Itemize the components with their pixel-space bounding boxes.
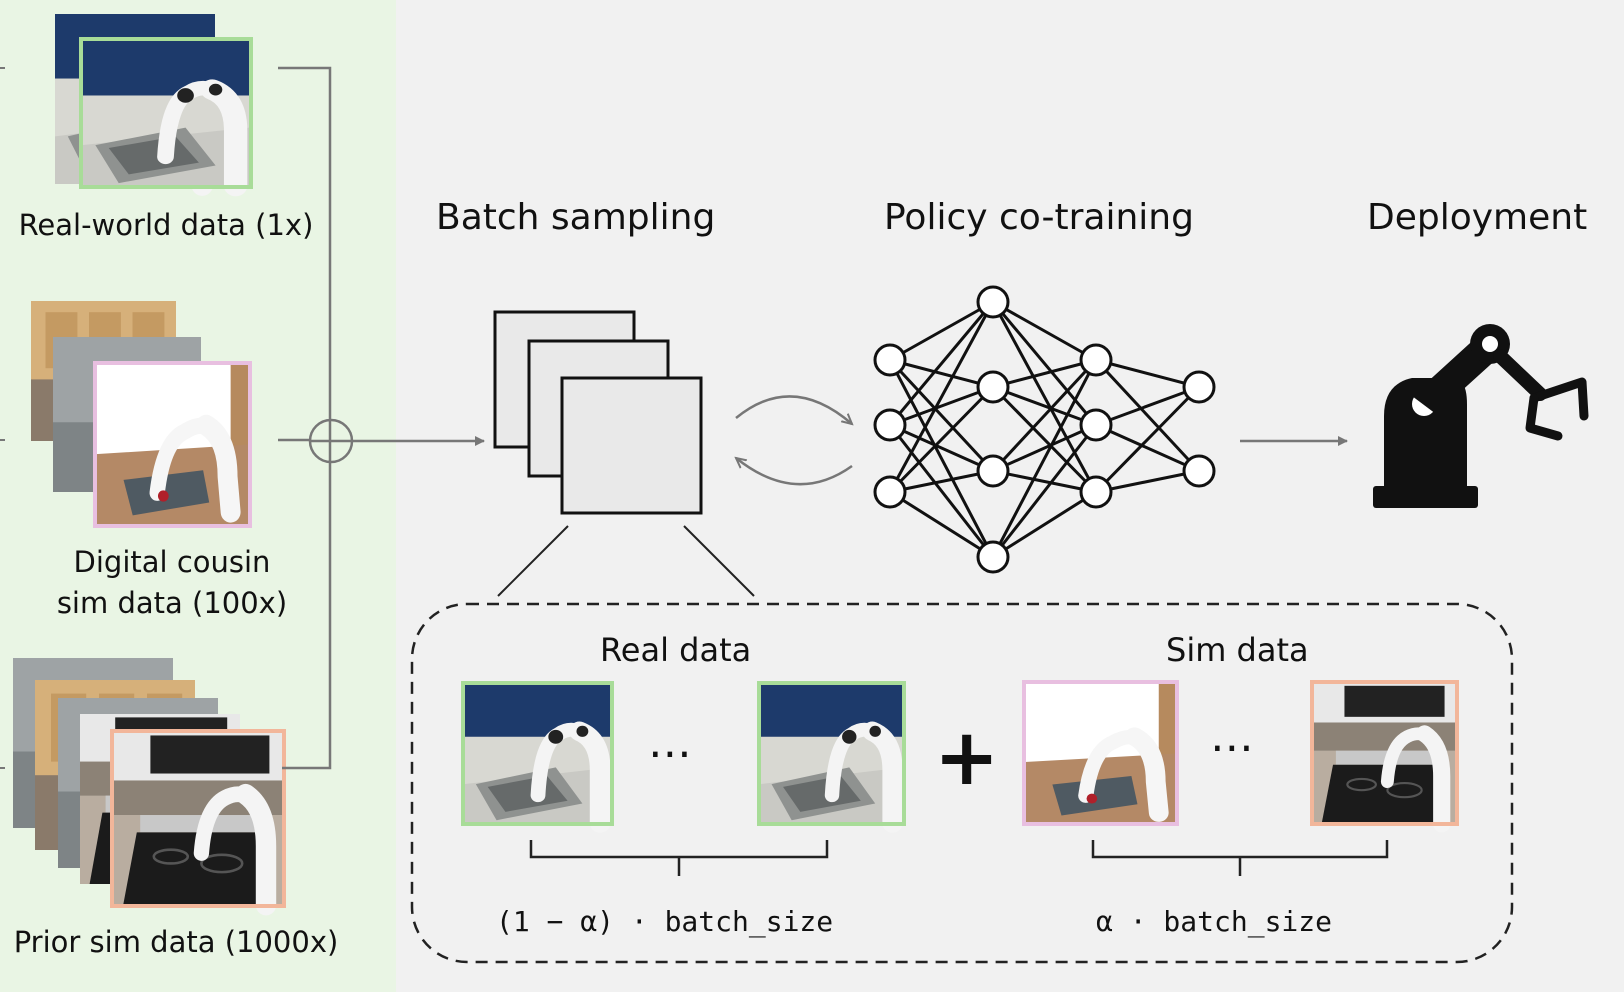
policy-cotraining-heading: Policy co-training xyxy=(884,197,1194,238)
nn-edge xyxy=(889,490,994,559)
nn-edge xyxy=(888,301,995,493)
zoom-lines xyxy=(497,525,755,597)
batch-stack-icon xyxy=(493,310,703,515)
nn-edge xyxy=(1095,469,1200,494)
nn-edge xyxy=(888,358,995,473)
nn-edge xyxy=(888,385,995,494)
left-edge-ticks xyxy=(0,67,5,769)
nn-node xyxy=(976,285,1010,319)
sim-data-title: Sim data xyxy=(1166,631,1309,669)
nn-edge xyxy=(992,469,1097,494)
nn-edge xyxy=(992,423,1097,473)
sim-sample-1 xyxy=(1024,682,1177,824)
nn-edge xyxy=(1094,385,1201,494)
nn-node xyxy=(873,408,907,442)
nn-node xyxy=(1079,475,1113,509)
nn-edge xyxy=(889,358,994,389)
nn-edge xyxy=(889,469,994,494)
nn-node xyxy=(976,370,1010,404)
nn-edge xyxy=(991,359,1098,558)
nn-edge xyxy=(1095,423,1200,473)
nn-edge xyxy=(992,490,1097,559)
digital-cousin-data-stack xyxy=(31,301,250,526)
robot-arm-icon xyxy=(1373,324,1589,508)
digital-cousin-label-line2: sim data (100x) xyxy=(56,586,288,620)
prior-sim-data-label: Prior sim data (1000x) xyxy=(13,925,339,959)
sim-batch-formula: α · batch_size xyxy=(1096,905,1333,938)
real-world-border xyxy=(79,37,253,189)
sim-ellipsis: ⋯ xyxy=(1210,722,1254,773)
nn-edge xyxy=(1095,385,1200,427)
sim-sample-n xyxy=(1312,682,1457,824)
nn-edge xyxy=(991,424,1098,558)
deployment-heading: Deployment xyxy=(1367,197,1588,238)
merge-connector xyxy=(278,66,485,770)
batch-sampling-heading: Batch sampling xyxy=(436,197,716,238)
batch-card-3 xyxy=(560,376,703,515)
nn-edge xyxy=(888,301,995,426)
plus-sign: + xyxy=(934,713,1000,803)
batch-detail-box xyxy=(410,602,1514,964)
digital-cousin-label-line1: Digital cousin xyxy=(73,545,271,579)
digital-cousin-thumbnail xyxy=(95,363,250,526)
real-batch-formula: (1 − α) · batch_size xyxy=(496,905,834,938)
nn-edge xyxy=(1094,358,1201,473)
cotraining-cycle-arrows xyxy=(736,395,852,486)
digital-cousin-border xyxy=(93,361,252,528)
real-world-data-label: Real-world data (1x) xyxy=(18,208,314,242)
nn-node xyxy=(1182,370,1216,404)
real-world-thumbnail xyxy=(81,39,251,187)
concat-circle xyxy=(308,418,354,464)
neural-network-icon xyxy=(873,285,1216,574)
nn-node xyxy=(873,343,907,377)
real-world-data-stack xyxy=(55,14,251,187)
nn-edge xyxy=(1095,358,1200,389)
nn-edge xyxy=(992,358,1097,389)
prior-sim-thumbnail xyxy=(112,731,284,906)
real-sample-1 xyxy=(463,683,612,824)
sim-brace xyxy=(1091,840,1389,876)
braces xyxy=(529,840,1389,876)
nn-edge xyxy=(991,301,1098,493)
real-data-title: Real data xyxy=(600,631,752,669)
nn-edge xyxy=(992,300,1097,362)
nn-node xyxy=(873,475,907,509)
nn-edge xyxy=(889,385,994,427)
prior-sim-border xyxy=(110,729,286,908)
nn-edge xyxy=(992,385,1097,427)
nn-edge xyxy=(991,301,1098,426)
nn-edge xyxy=(991,385,1098,494)
nn-node xyxy=(976,540,1010,574)
real-ellipsis: ⋯ xyxy=(648,728,692,779)
prior-sim-data-stack xyxy=(13,658,284,906)
nn-node xyxy=(1182,454,1216,488)
nn-edge xyxy=(889,423,994,473)
nn-edge xyxy=(888,424,995,558)
nn-node xyxy=(1079,343,1113,377)
nn-node xyxy=(1079,408,1113,442)
nn-node xyxy=(976,454,1010,488)
nn-edge xyxy=(888,359,995,558)
real-sample-n xyxy=(759,683,904,824)
real-brace xyxy=(529,840,829,876)
nn-edge xyxy=(889,300,994,362)
nn-edge xyxy=(991,358,1098,473)
